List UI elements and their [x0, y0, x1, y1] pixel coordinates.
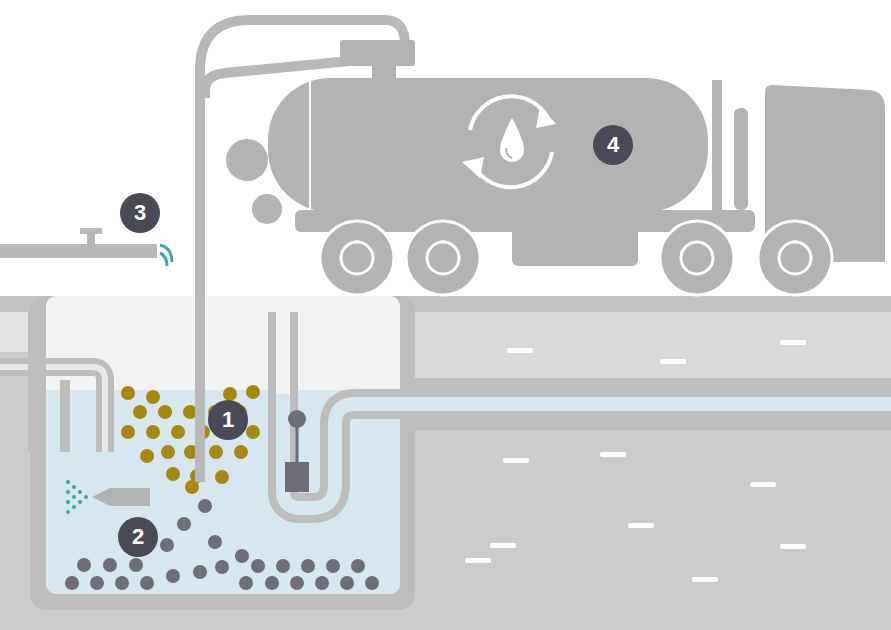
sludge-particles [65, 499, 379, 590]
callout-number: 4 [593, 125, 633, 165]
inlet-pipe [0, 367, 105, 452]
callout-number: 1 [208, 400, 248, 440]
spray [66, 480, 88, 514]
callout-number: 3 [120, 193, 160, 233]
spray-nozzle [92, 488, 150, 506]
outlet-pipe [283, 312, 891, 508]
water-tap [0, 244, 157, 258]
ground-layer [415, 312, 891, 382]
ground [0, 296, 891, 630]
truck-wheel [320, 221, 832, 295]
water-flow [160, 245, 172, 266]
grease-particles [121, 385, 260, 494]
water-drop [500, 118, 524, 162]
ground-texture [465, 340, 806, 582]
ground-layer [0, 312, 30, 352]
callout-number: 2 [118, 517, 158, 557]
separator-tank [30, 296, 415, 610]
